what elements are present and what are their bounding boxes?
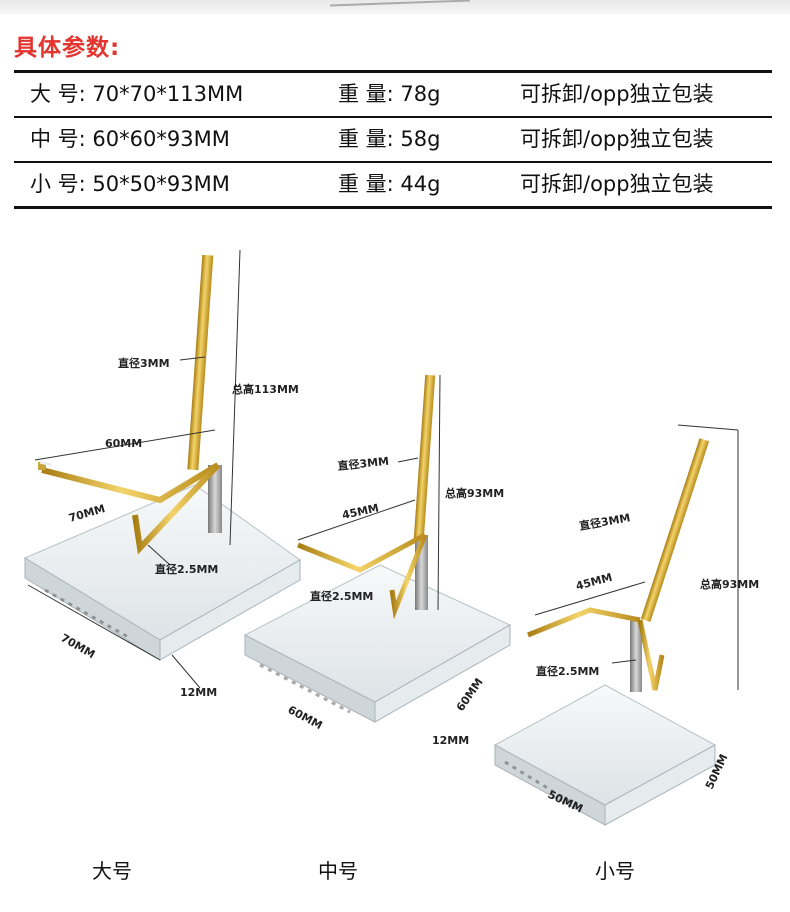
large-diam3-label: 直径3MM <box>118 356 170 370</box>
spec-weight: 重 量: 58g <box>338 127 441 151</box>
spec-pack: 可拆卸/opp独立包装 <box>520 172 714 196</box>
spec-size: 大 号: 70*70*113MM <box>30 82 244 106</box>
product-illustration: 直径3MM 总高113MM 60MM 70MM 直径2.5MM 70MM 12M… <box>23 249 759 826</box>
large-arm-label: 60MM <box>105 437 142 450</box>
spec-weight: 重 量: 78g <box>338 82 441 106</box>
spec-size: 中 号: 60*60*93MM <box>30 127 230 151</box>
spec-row-large: 大 号: 70*70*113MM 重 量: 78g 可拆卸/opp独立包装 <box>14 73 772 116</box>
section-title: 具体参数: <box>14 35 121 61</box>
top-image-strip <box>0 0 790 14</box>
medium-diam3-label: 直径3MM <box>337 454 390 473</box>
large-base-d-label: 70MM <box>59 631 98 661</box>
small-diam3-label: 直径3MM <box>578 510 631 533</box>
small-arm-label: 45MM <box>574 571 613 593</box>
spec-row-medium: 中 号: 60*60*93MM 重 量: 58g 可拆卸/opp独立包装 <box>14 116 772 161</box>
large-thick-label: 12MM <box>180 686 217 699</box>
small-stand: 直径3MM 总高93MM 45MM 直径2.5MM 50MM 50MM <box>493 424 759 826</box>
large-diam25-label: 直径2.5MM <box>155 562 218 576</box>
medium-diam25-label: 直径2.5MM <box>310 589 373 603</box>
spec-row-small: 小 号: 50*50*93MM 重 量: 44g 可拆卸/opp独立包装 <box>14 161 772 206</box>
medium-stand: 直径3MM 总高93MM 45MM 直径2.5MM 60MM 60MM 12MM <box>243 374 512 747</box>
spec-table: 大 号: 70*70*113MM 重 量: 78g 可拆卸/opp独立包装 中 … <box>14 70 772 209</box>
small-height-label: 总高93MM <box>700 577 759 591</box>
spec-pack: 可拆卸/opp独立包装 <box>520 82 714 106</box>
medium-height-label: 总高93MM <box>445 486 504 500</box>
size-label-large: 大号 <box>92 859 132 883</box>
medium-base-w-label: 60MM <box>286 703 325 732</box>
size-label-small: 小号 <box>595 859 635 883</box>
large-height-label: 总高113MM <box>232 382 299 396</box>
medium-thick-label: 12MM <box>432 734 469 747</box>
small-diam25-label: 直径2.5MM <box>536 664 599 678</box>
medium-base-d-label: 60MM <box>454 676 486 714</box>
large-base-w-label: 70MM <box>67 502 106 525</box>
size-label-medium: 中号 <box>318 859 358 883</box>
spec-weight: 重 量: 44g <box>338 172 441 196</box>
spec-pack: 可拆卸/opp独立包装 <box>520 127 714 151</box>
spec-size: 小 号: 50*50*93MM <box>30 172 230 196</box>
